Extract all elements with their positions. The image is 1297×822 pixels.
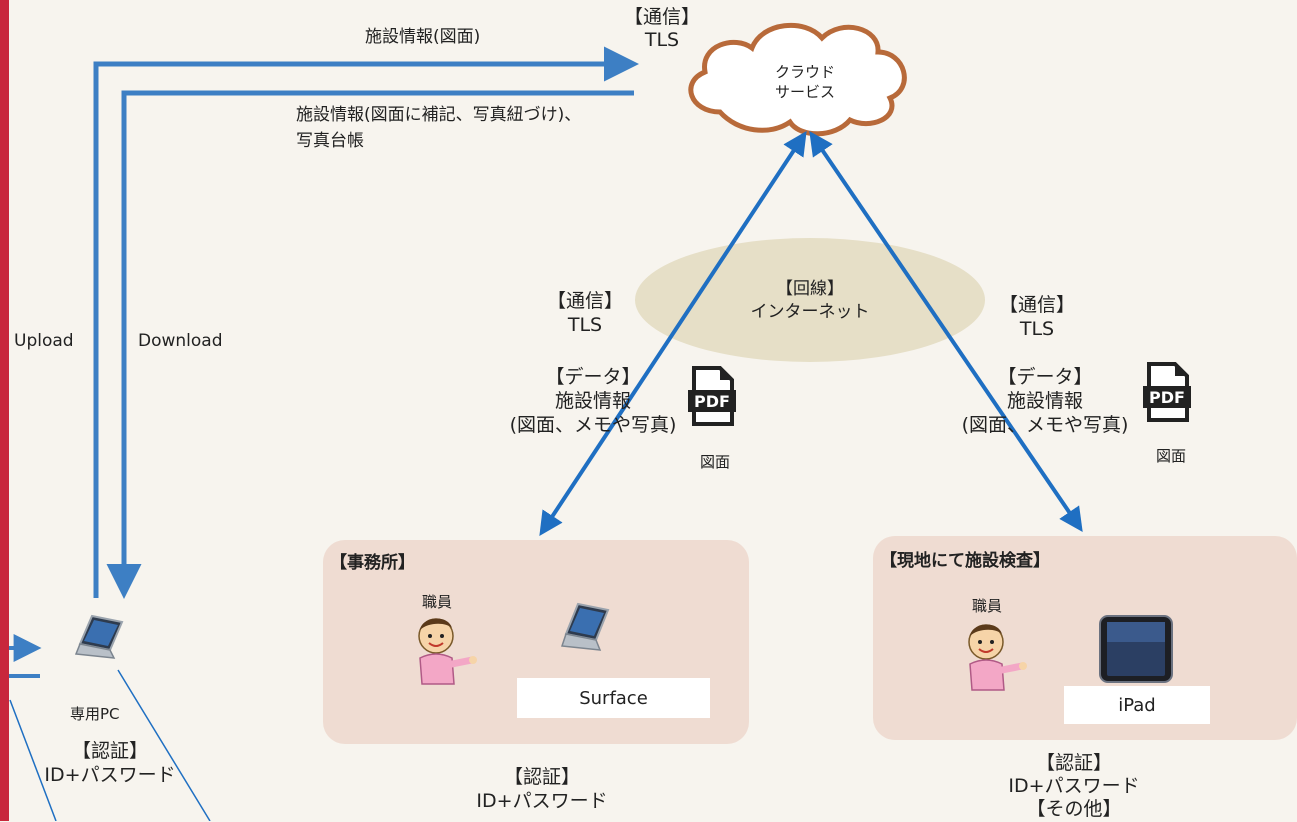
dedicated-pc-label: 専用PC: [70, 705, 120, 723]
thin-line-b: [9, 699, 57, 821]
download-side-label: Download: [138, 331, 223, 351]
office-link-arrow: [539, 130, 807, 537]
office-title: 【事務所】: [330, 553, 415, 573]
office-auth-label: 【認証】 ID+パスワード: [476, 766, 608, 812]
field-data-label: 【データ】 施設情報 (図面、メモや写真): [961, 366, 1129, 436]
thin-line-a: [117, 669, 211, 821]
office-comm-label: 【通信】 TLS: [546, 290, 623, 336]
office-staff-label: 職員: [422, 593, 453, 611]
field-device-box: iPad: [1064, 686, 1210, 724]
field-link-arrow: [809, 131, 1083, 532]
staff-person-icon: [412, 612, 478, 696]
download-arrow: [106, 90, 634, 599]
download-flow-label: 施設情報(図面に補記、写真紐づけ)、 写真台帳: [296, 105, 582, 152]
svg-text:PDF: PDF: [1149, 388, 1185, 407]
laptop-icon: [556, 600, 612, 664]
red-border: [0, 0, 9, 821]
pdf-icon: PDF: [688, 364, 736, 434]
svg-text:PDF: PDF: [694, 392, 730, 411]
dedicated-pc-auth: 【認証】 ID+パスワード: [44, 740, 176, 786]
upload-side-label: Upload: [14, 331, 74, 351]
laptop-icon: [70, 612, 126, 672]
internet-label: 【回線】 インターネット: [750, 279, 870, 322]
upload-flow-label: 施設情報(図面): [365, 27, 481, 47]
cloud-label: クラウド サービス: [774, 63, 835, 102]
pdf-icon: PDF: [1143, 360, 1191, 430]
office-pdf-caption: 図面: [700, 453, 731, 471]
field-auth-label: 【認証】 ID+パスワード 【その他】: [1008, 752, 1140, 821]
tablet-icon: [1098, 614, 1174, 688]
office-device-box: Surface: [517, 678, 710, 718]
field-comm-label: 【通信】 TLS: [998, 294, 1075, 340]
field-pdf-caption: 図面: [1156, 447, 1187, 465]
field-staff-label: 職員: [972, 597, 1003, 615]
field-title: 【現地にて施設検査】: [880, 551, 1050, 571]
upload-arrow: [93, 46, 639, 598]
staff-person-icon: [962, 618, 1028, 702]
top-comm-label: 【通信】 TLS: [623, 6, 700, 51]
office-data-label: 【データ】 施設情報 (図面、メモや写真): [509, 366, 677, 436]
